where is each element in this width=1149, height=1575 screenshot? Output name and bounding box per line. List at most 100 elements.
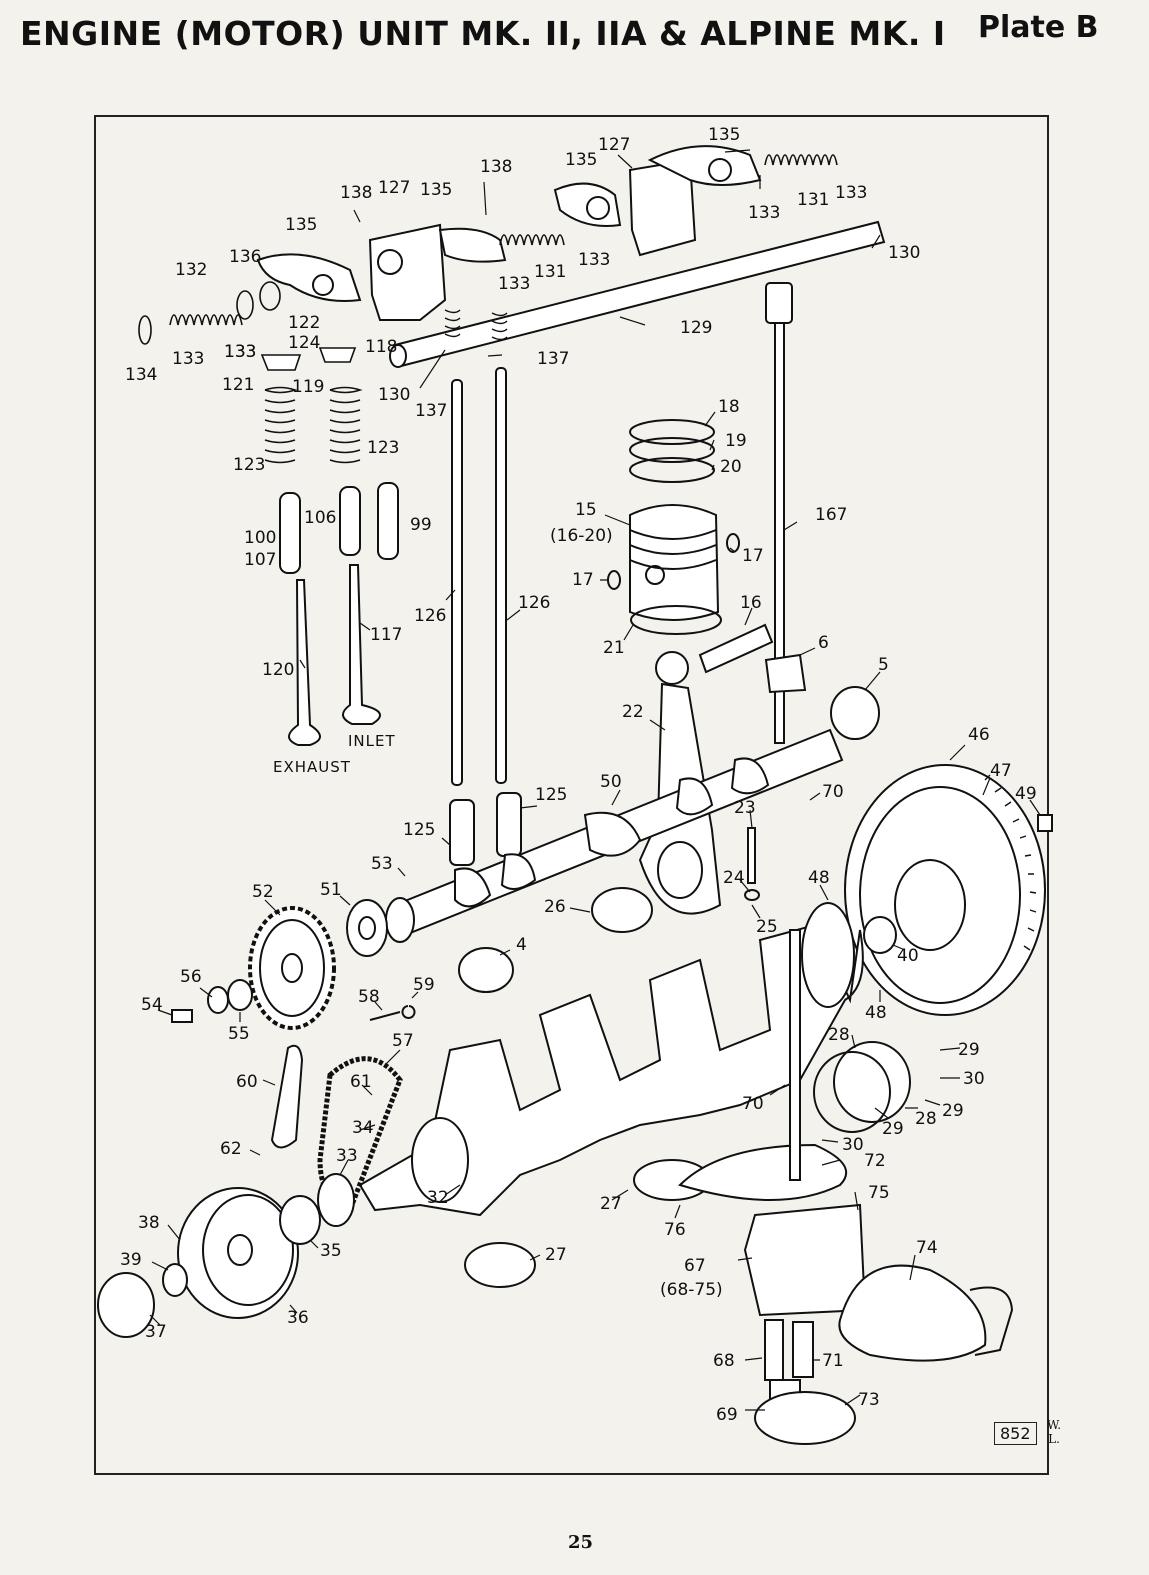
callout-label: 127 — [598, 135, 630, 155]
camshaft-drawing — [385, 686, 880, 943]
drawing-reference-number: 852 — [994, 1422, 1037, 1445]
rocker-shaft-drawing — [389, 220, 886, 368]
callout-label: 125 — [403, 820, 435, 840]
callout-label: 40 — [897, 946, 919, 966]
callout-label: 57 — [392, 1031, 414, 1051]
callout-label: 6 — [818, 633, 829, 653]
callout-label: 18 — [718, 397, 740, 417]
callout-label: 125 — [535, 785, 567, 805]
callout-label: 130 — [888, 243, 920, 263]
valve-guides-drawing — [279, 482, 399, 574]
rocker-springs-drawing — [138, 154, 838, 345]
callout-label: 35 — [320, 1241, 342, 1261]
callout-label: 138 — [480, 157, 512, 177]
callout-label: 135 — [420, 180, 452, 200]
callout-label: 30 — [963, 1069, 985, 1089]
rocker-arms-drawing — [256, 145, 762, 321]
callout-label: (16-20) — [550, 526, 613, 546]
callout-label: 36 — [287, 1308, 309, 1328]
callout-label: 48 — [865, 1003, 887, 1023]
callout-label: 56 — [180, 967, 202, 987]
callout-label: 131 — [534, 262, 566, 282]
callout-label: 123 — [233, 455, 265, 475]
callout-label: 23 — [734, 798, 756, 818]
callout-labels: 135 127 135 138 138 127 135 135 133 131 … — [120, 125, 1037, 1425]
callout-label: 50 — [600, 772, 622, 792]
callout-label: 26 — [544, 897, 566, 917]
artist-initials-line-2: L. — [1048, 1432, 1060, 1446]
page-title: ENGINE (MOTOR) UNIT MK. II, IIA & ALPINE… — [20, 14, 946, 53]
callout-label: 17 — [572, 570, 594, 590]
callout-label: 34 — [352, 1118, 374, 1138]
callout-label: 107 — [244, 550, 276, 570]
callout-label: 76 — [664, 1220, 686, 1240]
callout-label: 67 — [684, 1256, 706, 1276]
artist-initials: W. L. — [1047, 1418, 1061, 1446]
callout-label: 61 — [350, 1072, 372, 1092]
callout-label: 123 — [367, 438, 399, 458]
callout-label: 133 — [748, 203, 780, 223]
callout-label: 119 — [292, 377, 324, 397]
callout-label: 68 — [713, 1351, 735, 1371]
callout-label: 47 — [990, 761, 1012, 781]
callout-label: 74 — [916, 1238, 938, 1258]
artist-initials-line-1: W. — [1047, 1418, 1062, 1432]
callout-label: 53 — [371, 854, 393, 874]
callout-label: 15 — [575, 500, 597, 520]
callout-label: 37 — [145, 1322, 167, 1342]
callout-label: 51 — [320, 880, 342, 900]
callout-label: 134 — [125, 365, 157, 385]
callout-label: 135 — [565, 150, 597, 170]
callout-label: 39 — [120, 1250, 142, 1270]
callout-label: 117 — [370, 625, 402, 645]
callout-label: 133 — [835, 183, 867, 203]
callout-label: 130 — [378, 385, 410, 405]
callout-label: 58 — [358, 987, 380, 1007]
callout-label: 127 — [378, 178, 410, 198]
callout-label: 121 — [222, 375, 254, 395]
callout-label: 69 — [716, 1405, 738, 1425]
callout-label: 137 — [537, 349, 569, 369]
callout-label: 22 — [622, 702, 644, 722]
callout-label: 106 — [304, 508, 336, 528]
callout-label: 126 — [518, 593, 550, 613]
callout-label: 75 — [868, 1183, 890, 1203]
callout-label: 30 — [842, 1135, 864, 1155]
leader-lines — [149, 149, 1041, 1411]
callout-label: 28 — [828, 1025, 850, 1045]
exhaust-label: EXHAUST — [273, 758, 351, 776]
callout-label: 132 — [175, 260, 207, 280]
push-rods-drawing — [444, 309, 508, 786]
callout-label: 28 — [915, 1109, 937, 1129]
valve-springs-drawing — [260, 347, 363, 464]
callout-label: 21 — [603, 638, 625, 658]
callout-label: 133 — [498, 274, 530, 294]
bearings-drawing — [464, 1041, 911, 1288]
callout-label: 19 — [725, 431, 747, 451]
callout-label: 62 — [220, 1139, 242, 1159]
callout-label: 72 — [864, 1151, 886, 1171]
callout-label: 129 — [680, 318, 712, 338]
callout-label: 48 — [808, 868, 830, 888]
callout-label: 133 — [172, 349, 204, 369]
callout-label: 59 — [413, 975, 435, 995]
small-parts-drawing — [171, 827, 897, 1023]
callout-label: 46 — [968, 725, 990, 745]
callout-label: 133 — [578, 250, 610, 270]
callout-label: 135 — [708, 125, 740, 145]
valves-drawing — [288, 564, 381, 746]
callout-label: 29 — [958, 1040, 980, 1060]
drive-spindle-drawing — [764, 282, 807, 744]
callout-label: 126 — [414, 606, 446, 626]
callout-label: 167 — [815, 505, 847, 525]
callout-label: 55 — [228, 1024, 250, 1044]
callout-label: 60 — [236, 1072, 258, 1092]
callout-label: 29 — [942, 1101, 964, 1121]
callout-label: 20 — [720, 457, 742, 477]
callout-label: 131 — [797, 190, 829, 210]
camshaft-sprocket-drawing — [248, 899, 388, 1030]
callout-label: 5 — [878, 655, 889, 675]
page-number: 25 — [568, 1532, 594, 1553]
callout-label: 25 — [756, 917, 778, 937]
